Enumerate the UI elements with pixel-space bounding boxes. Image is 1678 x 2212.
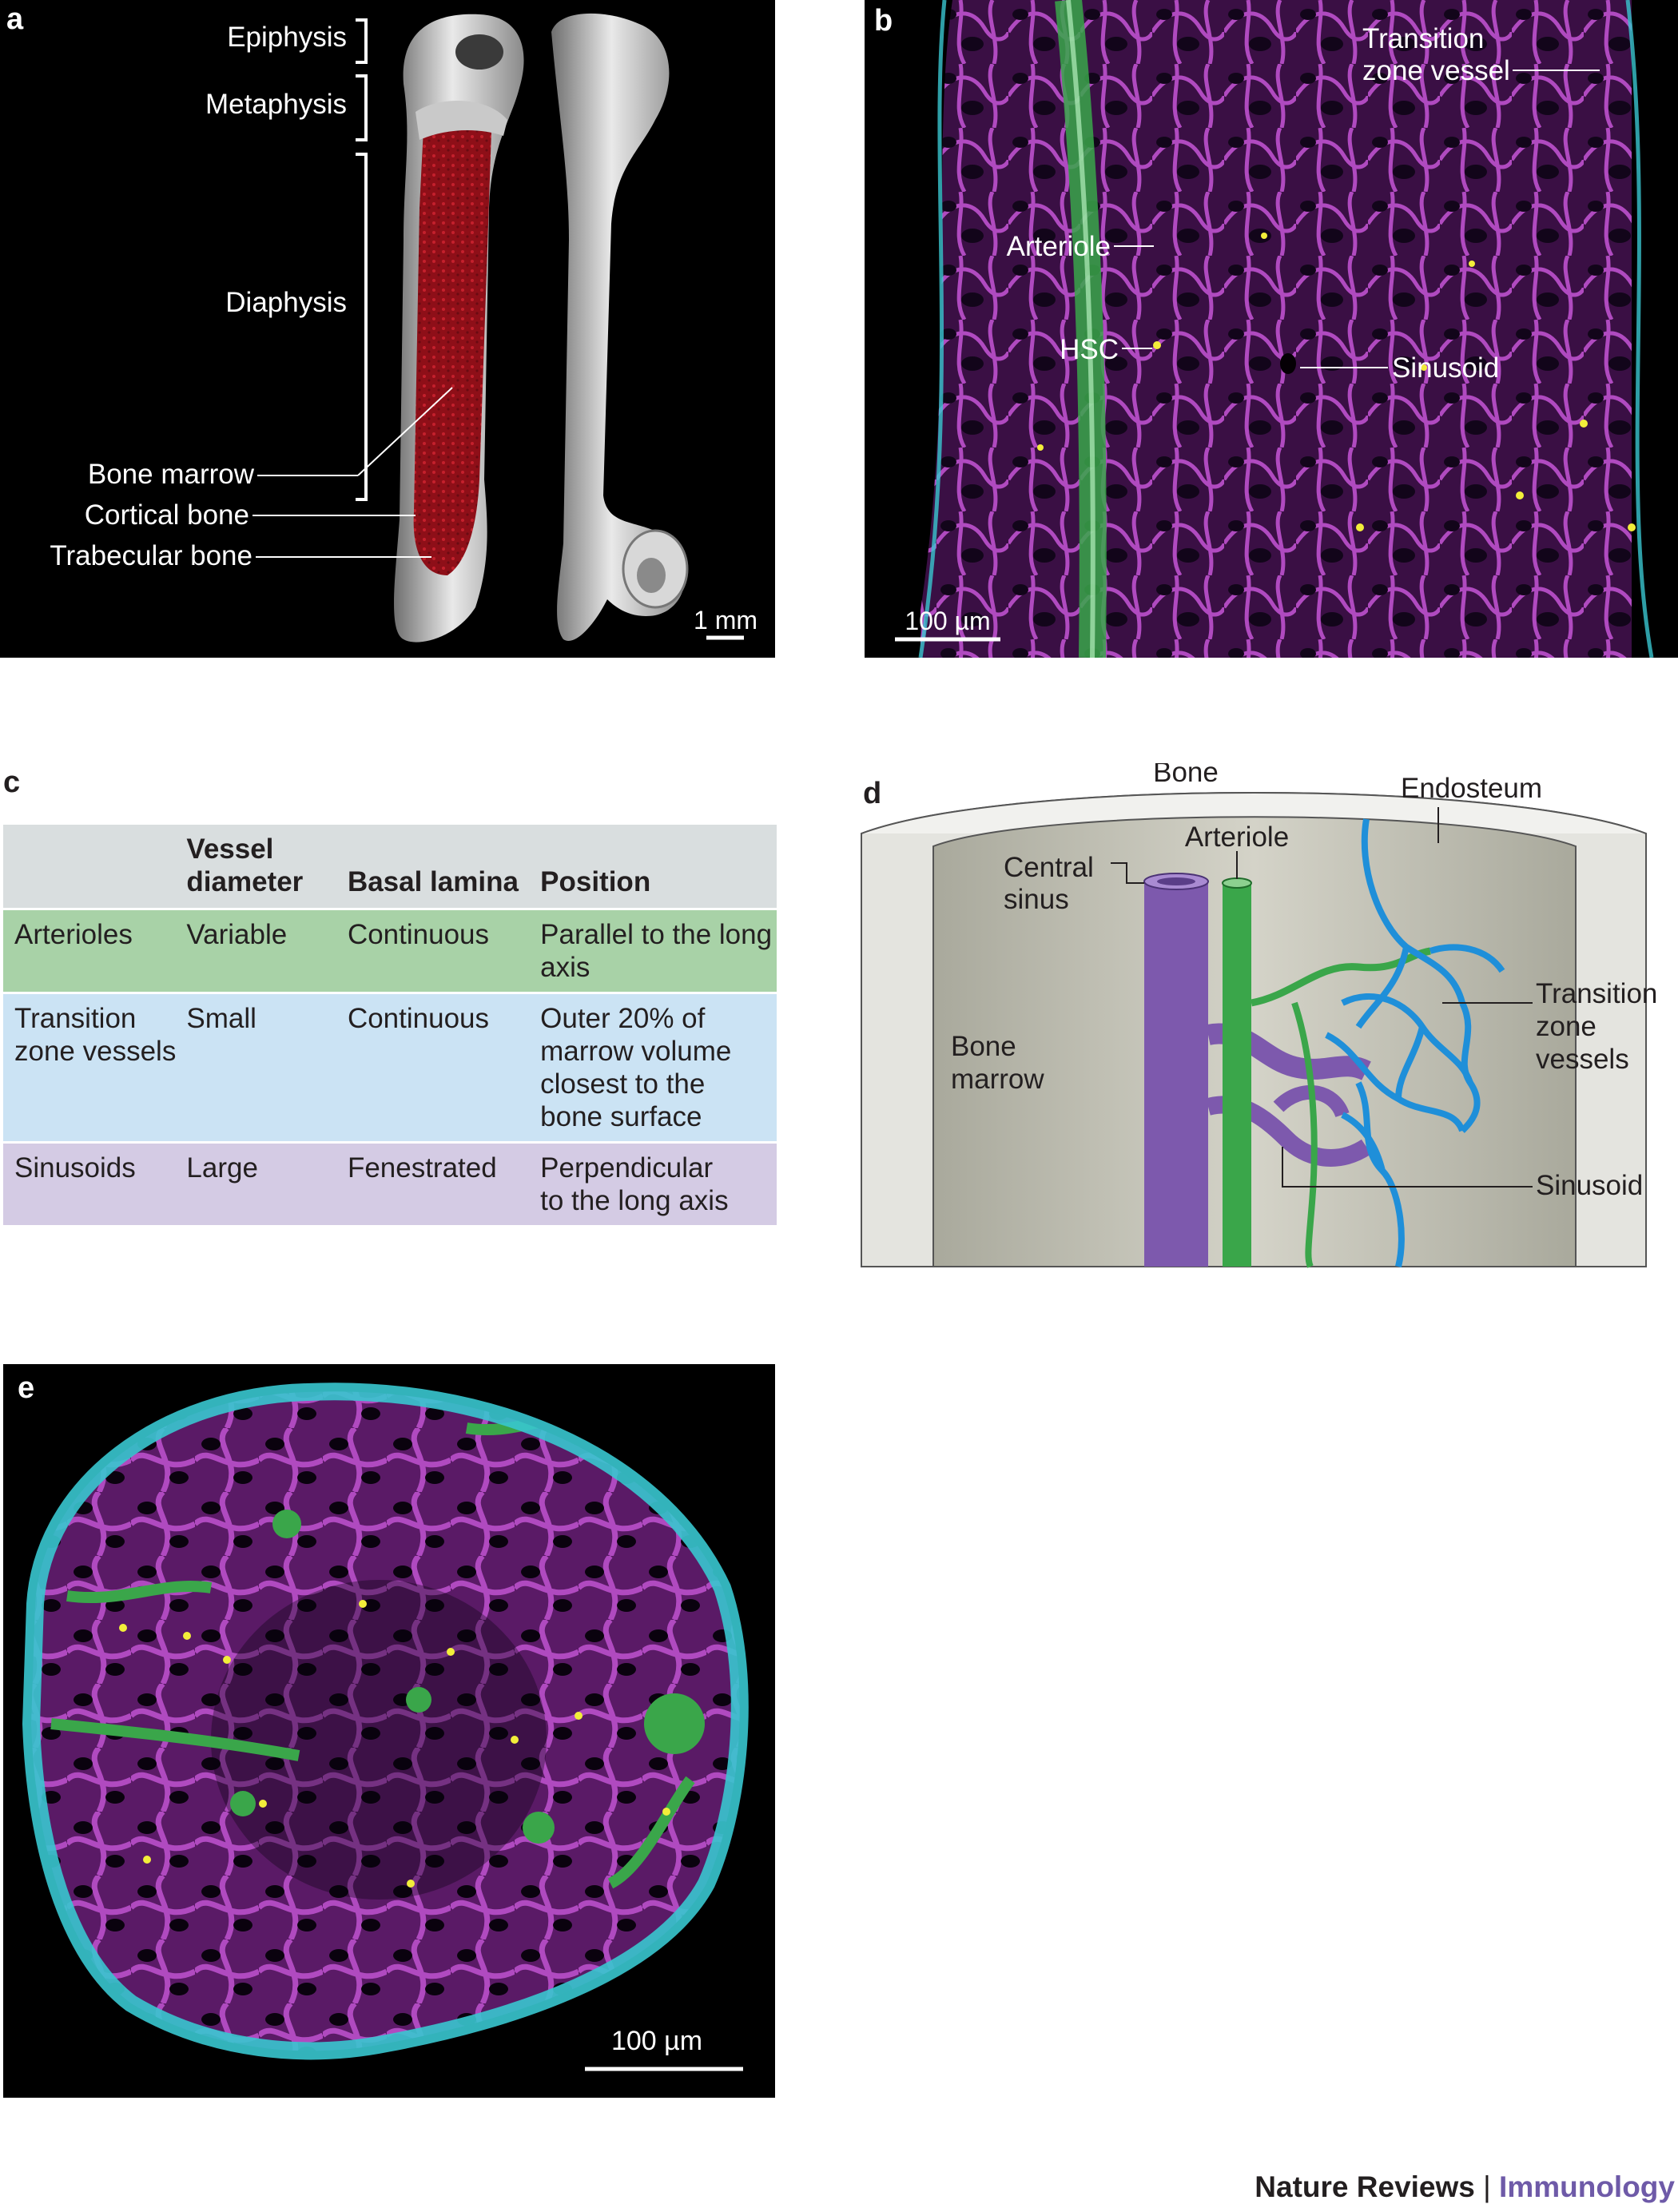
panel-a-bone-micro-ct: a Epiphysis Metaphysis Diaphysis Bone ma… xyxy=(0,0,775,658)
label-transition-zone-vessel-2: zone vessel xyxy=(1362,55,1510,86)
table-cell: Continuous xyxy=(347,1003,490,1034)
label-bone-marrow-2: marrow xyxy=(951,1064,1044,1095)
label-arteriole-d: Arteriole xyxy=(1185,822,1289,853)
table-row: Arterioles Variable Continuous Parallel … xyxy=(3,910,777,992)
table-cell: Fenestrated xyxy=(347,1152,497,1184)
transition-zone-network xyxy=(1325,818,1505,1267)
table-cell: Continuous xyxy=(347,919,490,950)
panel-c-letter: c xyxy=(3,766,21,799)
label-diaphysis: Diaphysis xyxy=(225,287,347,318)
label-arteriole-b: Arteriole xyxy=(1007,231,1111,262)
table-header-row: Vessel diameter Basal lamina Position xyxy=(3,825,777,908)
vessel-comparison-table: Vessel diameter Basal lamina Position Ar… xyxy=(3,825,777,1225)
label-bone-marrow-1: Bone xyxy=(951,1031,1016,1062)
table-cell: Parallel to the long axis xyxy=(540,919,773,983)
scale-label-b: 100 µm xyxy=(905,607,990,635)
label-bone-marrow: Bone marrow xyxy=(88,459,255,490)
table-cell: Small xyxy=(186,1003,256,1034)
table-header-cell: Basal lamina xyxy=(347,866,519,897)
table-cell: Variable xyxy=(186,919,288,950)
panel-b-letter: b xyxy=(874,4,893,38)
whole-femur xyxy=(551,13,689,641)
journal-separator: | xyxy=(1474,2170,1500,2203)
table-row: Sinusoids Large Fenestrated Perpendicula… xyxy=(3,1144,777,1225)
label-bone: Bone xyxy=(1153,763,1219,788)
region-brackets xyxy=(356,18,368,501)
journal-name: Nature Reviews xyxy=(1255,2170,1475,2203)
label-transition-zone-3: vessels xyxy=(1536,1044,1629,1075)
panel-d-letter: d xyxy=(863,777,881,810)
label-transition-zone-vessel-1: Transition xyxy=(1362,23,1484,54)
table-header-cell: Position xyxy=(540,866,651,897)
label-metaphysis: Metaphysis xyxy=(205,89,347,120)
table-cell: Arterioles xyxy=(14,919,133,950)
table-cell: Outer 20% of marrow volume closest to th… xyxy=(540,1003,732,1132)
label-endosteum: Endosteum xyxy=(1401,773,1542,804)
panel-a-leaders xyxy=(252,387,453,558)
panel-a-letter: a xyxy=(6,2,24,36)
scale-label-a: 1 mm xyxy=(694,606,757,635)
scale-label-e: 100 µm xyxy=(611,2026,702,2056)
journal-credit: Nature Reviews | Immunology xyxy=(1255,2170,1675,2204)
sectioned-femur xyxy=(394,14,524,643)
panel-e-cross-section: e 100 µm xyxy=(3,1364,775,2098)
panel-d-vessel-schematic: d Bone Endosteum Arteriole Central sinus… xyxy=(861,763,1657,1268)
journal-section: Immunology xyxy=(1499,2170,1675,2203)
label-cortical-bone: Cortical bone xyxy=(85,499,249,531)
table-cell: Sinusoids xyxy=(14,1152,136,1184)
label-sinusoid-b: Sinusoid xyxy=(1392,352,1499,384)
label-transition-zone-2: zone xyxy=(1536,1011,1596,1042)
label-sinusoid-d: Sinusoid xyxy=(1536,1170,1643,1201)
table-cell: Perpendicular to the long axis xyxy=(540,1152,729,1216)
panel-e-letter: e xyxy=(18,1371,34,1405)
panel-b-marrow-vasculature: b Transition zone vessel Arteriole HSC S… xyxy=(865,0,1678,658)
label-transition-zone-1: Transition xyxy=(1536,978,1657,1009)
label-epiphysis: Epiphysis xyxy=(227,22,347,53)
table-row: Transition zone vessels Small Continuous… xyxy=(3,994,777,1141)
label-central-sinus-2: sinus xyxy=(1004,884,1069,915)
table-cell: Transition zone vessels xyxy=(14,1003,177,1067)
table-header-cell xyxy=(3,825,186,908)
label-trabecular-bone: Trabecular bone xyxy=(50,540,252,571)
label-hsc: HSC xyxy=(1060,334,1119,365)
table-header-cell: Vessel diameter xyxy=(186,833,304,897)
table-cell: Large xyxy=(186,1152,258,1184)
label-central-sinus-1: Central xyxy=(1004,852,1094,883)
